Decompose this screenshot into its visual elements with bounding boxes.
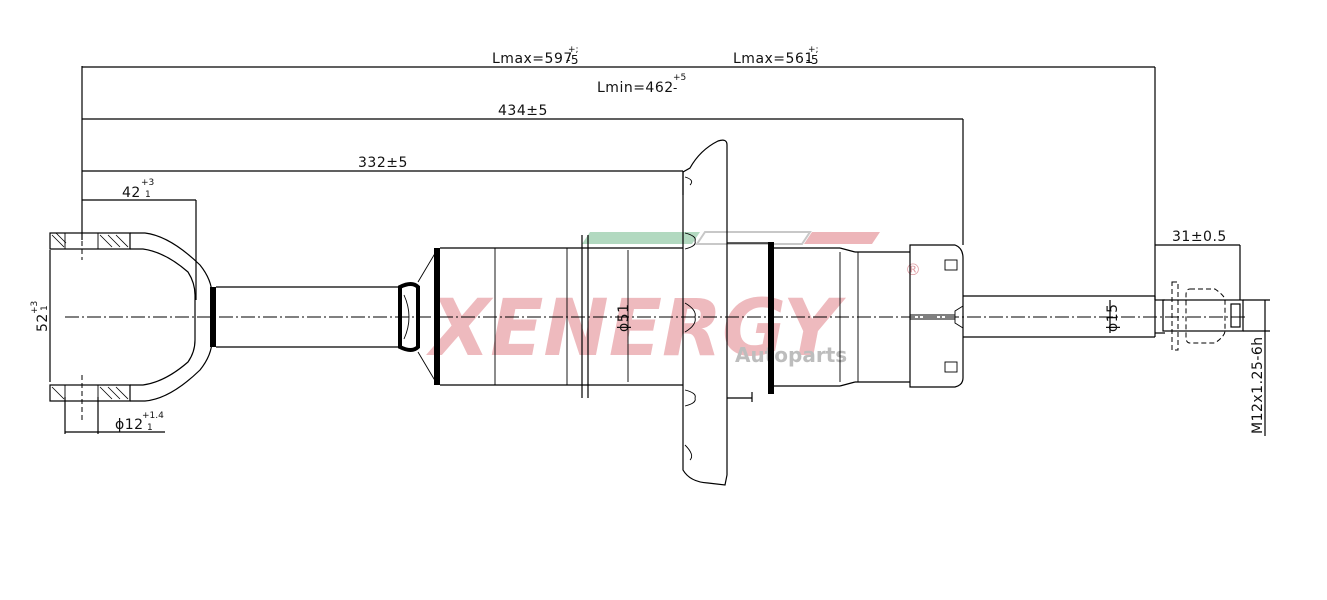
label-lmin-462: Lmin=462 +5 - xyxy=(597,73,686,96)
dimension-lines xyxy=(49,66,1270,436)
svg-text:1: 1 xyxy=(145,190,151,200)
label-434: 434±5 xyxy=(498,103,548,119)
spring-seat xyxy=(682,139,728,486)
dimension-labels: Lmax=597 +; -5 Lmax=561 +; -5 Lmin=462 +… xyxy=(30,45,1266,434)
label-52: 52 +3 1 xyxy=(30,301,51,332)
svg-text:+3: +3 xyxy=(30,301,40,314)
svg-text:Lmin=462: Lmin=462 xyxy=(597,80,674,96)
xenergy-watermark: XENERGY ® Autoparts xyxy=(426,231,921,374)
svg-text:+5: +5 xyxy=(673,73,686,83)
threaded-end-with-nut xyxy=(1162,281,1244,351)
svg-text:-: - xyxy=(673,81,678,95)
svg-text:+1.4: +1.4 xyxy=(142,411,164,421)
main-cylinder xyxy=(417,235,683,398)
svg-text:-5: -5 xyxy=(806,53,819,67)
label-12: ϕ12 +1.4 1 xyxy=(115,411,164,433)
svg-text:Lmax=561: Lmax=561 xyxy=(733,51,814,67)
watermark-tagline: Autoparts xyxy=(735,343,847,367)
svg-text:42: 42 xyxy=(122,185,141,201)
label-31: 31±0.5 xyxy=(1172,229,1227,245)
label-332: 332±5 xyxy=(358,155,408,171)
lower-rod xyxy=(216,282,420,352)
label-dia-51: ϕ51 xyxy=(616,303,632,332)
label-dia-15: ϕ15 xyxy=(1105,303,1121,332)
svg-text:Lmax=597: Lmax=597 xyxy=(492,51,573,67)
watermark-registered: ® xyxy=(905,260,921,279)
watermark-brand: XENERGY xyxy=(426,284,847,374)
svg-text:-5: -5 xyxy=(566,53,579,67)
label-lmax-597: Lmax=597 +; -5 xyxy=(492,45,579,67)
label-42: 42 +3 1 xyxy=(122,178,154,201)
svg-text:52: 52 xyxy=(35,313,51,332)
upper-body xyxy=(727,242,964,402)
svg-text:1: 1 xyxy=(40,305,50,311)
label-thread: M12x1.25-6h xyxy=(1250,336,1266,434)
label-lmax-561: Lmax=561 +; -5 xyxy=(733,45,819,67)
svg-text:ϕ12: ϕ12 xyxy=(115,417,144,433)
svg-text:+;: +; xyxy=(568,45,579,55)
svg-text:+3: +3 xyxy=(141,178,154,188)
svg-text:+;: +; xyxy=(808,45,819,55)
svg-text:1: 1 xyxy=(147,423,153,433)
clevis-mount xyxy=(49,225,216,420)
upper-rod xyxy=(954,295,1165,338)
